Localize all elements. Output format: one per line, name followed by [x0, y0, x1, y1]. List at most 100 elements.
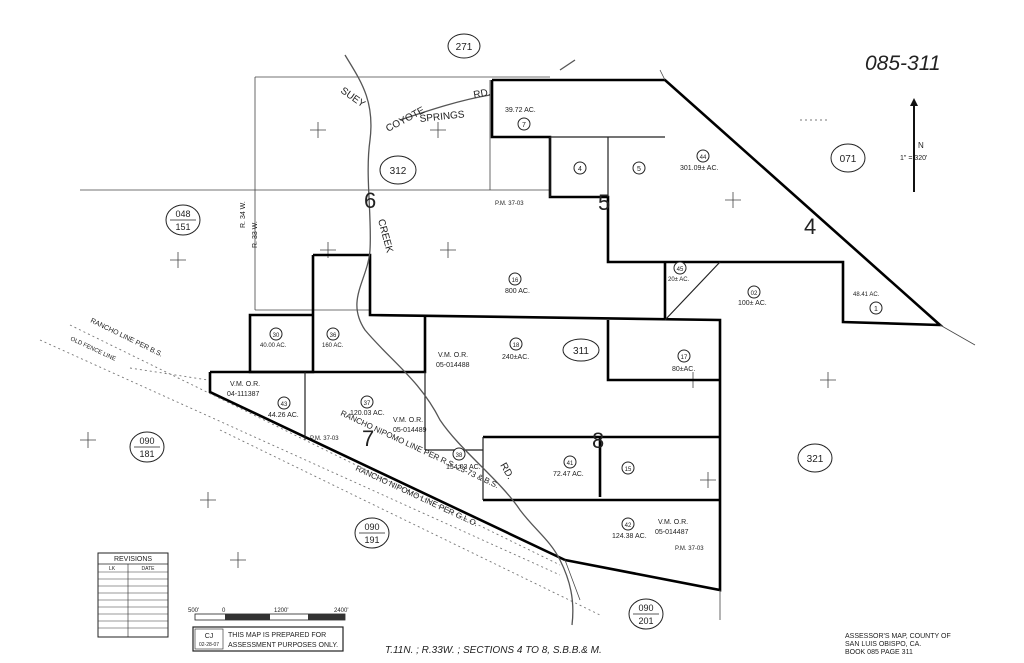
parcel-36: 36 160 AC.: [322, 327, 344, 349]
svg-text:48.41 AC.: 48.41 AC.: [853, 292, 880, 298]
svg-text:071: 071: [840, 154, 857, 165]
svg-text:151: 151: [175, 222, 190, 232]
svg-text:41: 41: [567, 461, 574, 467]
svg-text:124.38 AC.: 124.38 AC.: [612, 533, 647, 540]
road-springs: SPRINGS: [419, 109, 465, 125]
svg-text:17: 17: [681, 355, 688, 361]
svg-text:37: 37: [364, 401, 371, 407]
map-book-east: 071: [830, 143, 866, 173]
svg-text:05-014489: 05-014489: [393, 427, 427, 434]
svg-text:05-014487: 05-014487: [655, 529, 689, 536]
subdivision-lines: [304, 136, 721, 500]
svg-text:02: 02: [751, 291, 758, 297]
road-rd: RD.: [473, 87, 492, 101]
page-number: 085-311: [865, 52, 941, 75]
svg-text:ASSESSOR'S MAP, COUNTY OF: ASSESSOR'S MAP, COUNTY OF: [845, 633, 951, 640]
parcel-15: 15: [621, 461, 635, 475]
boundary-extension: [564, 69, 976, 620]
map-book-current: 312: [379, 155, 417, 185]
svg-text:271: 271: [456, 42, 473, 53]
parcel-43: 43 44.26 AC.: [268, 396, 299, 419]
svg-text:DATE: DATE: [142, 566, 156, 572]
map-book-center: 311: [562, 338, 600, 362]
svg-text:7: 7: [522, 122, 526, 129]
parcel-7: 39.72 AC. 7: [505, 107, 536, 131]
parcel-30: 30 40.00 AC.: [260, 327, 287, 349]
label-old-fence: OLD FENCE LINE: [69, 336, 116, 362]
range-33: R. 33 W.: [252, 221, 259, 248]
graphic-scale: 500' 0 1200' 2400': [188, 608, 349, 621]
svg-text:42: 42: [625, 523, 632, 529]
svg-text:BOOK 085 PAGE 311: BOOK 085 PAGE 311: [845, 649, 913, 656]
svg-text:120.03 AC.: 120.03 AC.: [350, 410, 385, 417]
section-5: 5: [598, 190, 610, 215]
svg-text:090: 090: [139, 436, 154, 446]
svg-text:311: 311: [573, 346, 589, 357]
svg-text:V.M. O.R.: V.M. O.R.: [230, 381, 260, 388]
svg-text:40.00 AC.: 40.00 AC.: [260, 343, 287, 349]
plat-ref-3: P.M. 37-03: [675, 546, 704, 552]
grid-ticks: [80, 122, 836, 568]
map-book-southwest: 090 181: [129, 431, 165, 463]
parcel-37: 37 120.03 AC.: [350, 395, 385, 417]
svg-text:240±AC.: 240±AC.: [502, 354, 529, 361]
svg-text:02-28-07: 02-28-07: [199, 642, 219, 648]
range-34: R. 34 W.: [240, 201, 247, 228]
svg-text:38: 38: [456, 453, 463, 459]
section-6: 6: [364, 188, 376, 213]
svg-text:44: 44: [700, 155, 707, 161]
svg-text:CJ: CJ: [205, 633, 214, 640]
road-suey: SUEY: [338, 85, 367, 110]
svg-text:V.M. O.R.: V.M. O.R.: [658, 519, 688, 526]
map-book-west: 048 151: [165, 204, 201, 236]
svg-text:5: 5: [637, 166, 641, 173]
svg-text:THIS MAP IS PREPARED FOR: THIS MAP IS PREPARED FOR: [228, 632, 326, 639]
plat-ref-1: P.M. 37-03: [495, 201, 524, 207]
section-7: 7: [362, 426, 374, 451]
svg-text:301.09± AC.: 301.09± AC.: [680, 165, 719, 172]
svg-text:321: 321: [807, 454, 824, 465]
scale-ratio: 1" = 320': [900, 155, 927, 162]
legal-description: T.11N. ; R.33W. ; SECTIONS 4 TO 8, S.B.B…: [385, 645, 602, 656]
parcel-42: 42 124.38 AC.: [612, 517, 647, 540]
volume-ref-3: V.M. O.R. 05-014489: [393, 417, 427, 434]
svg-text:V.M. O.R.: V.M. O.R.: [438, 352, 468, 359]
map-book-north: 271: [447, 33, 481, 59]
volume-ref-2: V.M. O.R. 04-111387: [227, 381, 260, 398]
parcel-41: 41 72.47 AC.: [553, 455, 584, 478]
svg-text:16: 16: [512, 278, 519, 284]
svg-text:2400': 2400': [334, 608, 349, 614]
svg-text:048: 048: [175, 209, 190, 219]
road-creek: CREEK: [375, 218, 395, 254]
svg-text:500': 500': [188, 608, 199, 614]
svg-text:V.M. O.R.: V.M. O.R.: [393, 417, 423, 424]
map-book-southeast: 090 201: [628, 598, 664, 630]
svg-text:30: 30: [273, 333, 280, 339]
svg-text:160 AC.: 160 AC.: [322, 343, 344, 349]
svg-text:154.03 AC.: 154.03 AC.: [446, 464, 481, 471]
parcel-38: 38 154.03 AC.: [446, 447, 481, 471]
svg-text:18: 18: [513, 343, 520, 349]
svg-text:4: 4: [578, 166, 582, 173]
revisions-table: REVISIONS LK DATE: [97, 552, 169, 638]
svg-text:181: 181: [139, 449, 154, 459]
svg-text:05-014488: 05-014488: [436, 362, 470, 369]
svg-text:04-111387: 04-111387: [227, 391, 260, 398]
parcel-44: 44 301.09± AC.: [680, 149, 719, 172]
svg-text:LK: LK: [109, 566, 116, 572]
parcel-18: 18 240±AC.: [502, 337, 529, 361]
volume-ref-4: V.M. O.R. 05-014487: [655, 519, 689, 536]
svg-text:39.72 AC.: 39.72 AC.: [505, 107, 536, 114]
svg-text:312: 312: [390, 166, 407, 177]
parcel-17: 17 80±AC.: [672, 349, 695, 373]
svg-text:090: 090: [638, 603, 653, 613]
parcel-16: 16 800 AC.: [505, 272, 530, 295]
svg-text:15: 15: [625, 467, 632, 473]
svg-text:N: N: [918, 141, 924, 150]
volume-ref-1: V.M. O.R. 05-014488: [436, 352, 470, 369]
svg-text:SAN LUIS OBISPO, CA.: SAN LUIS OBISPO, CA.: [845, 641, 921, 648]
parcel-5: 5: [632, 161, 646, 175]
assessment-stamp: CJ 02-28-07 THIS MAP IS PREPARED FOR ASS…: [192, 626, 344, 652]
parcel-boundaries: [208, 78, 944, 592]
svg-text:191: 191: [364, 535, 379, 545]
